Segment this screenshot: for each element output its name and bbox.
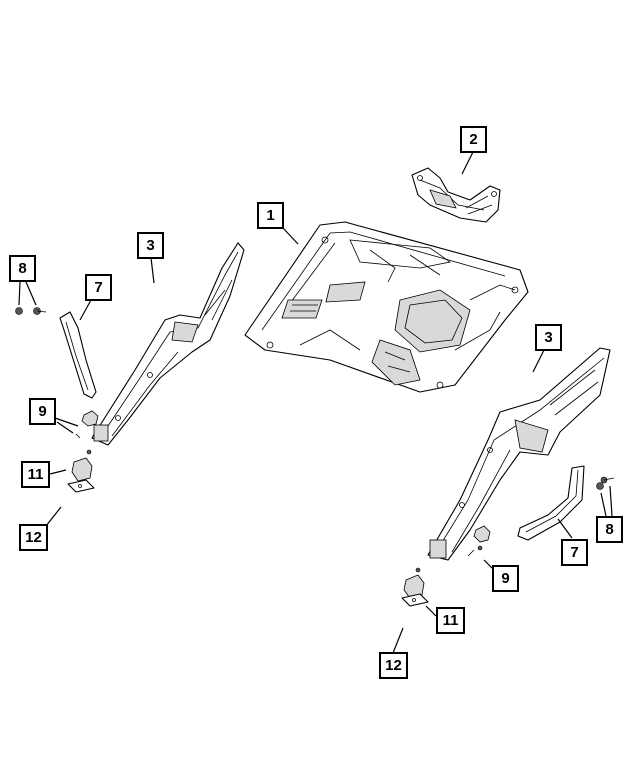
callout-9-left: 9 bbox=[29, 398, 56, 425]
leader-11-left bbox=[49, 469, 67, 475]
callout-11-left: 11 bbox=[21, 461, 50, 488]
leader-12-left bbox=[45, 506, 62, 527]
bracket-left-part bbox=[59, 311, 97, 399]
callout-1: 1 bbox=[257, 202, 284, 229]
callout-8-right-label: 8 bbox=[605, 521, 613, 538]
callout-8-right: 8 bbox=[596, 516, 623, 543]
callout-9-left-label: 9 bbox=[38, 403, 46, 420]
leader-8-right-a bbox=[600, 492, 607, 517]
frame-rail-left-part bbox=[91, 242, 245, 446]
callout-12-right: 12 bbox=[379, 652, 408, 679]
callout-11-right-label: 11 bbox=[443, 612, 459, 629]
callout-11-right: 11 bbox=[436, 607, 465, 634]
leader-9-left-b bbox=[56, 421, 74, 434]
leader-11-right bbox=[425, 605, 437, 617]
callout-3-left-label: 3 bbox=[146, 237, 154, 254]
bolt-left-part bbox=[15, 307, 47, 315]
frame-rail-right-part bbox=[427, 347, 611, 561]
callout-3-left: 3 bbox=[137, 232, 164, 259]
callout-7-right-label: 7 bbox=[570, 544, 578, 561]
bracket-right-part bbox=[517, 465, 585, 541]
isolator-left-part bbox=[71, 457, 93, 482]
leader-7-left bbox=[79, 299, 92, 321]
callout-2: 2 bbox=[460, 126, 487, 153]
crossmember-part bbox=[411, 167, 501, 223]
callout-2-label: 2 bbox=[469, 131, 477, 148]
isolator-right-part bbox=[403, 567, 425, 599]
leader-8-left-b bbox=[25, 281, 37, 306]
bolt-right-part bbox=[596, 476, 615, 490]
callout-7-right: 7 bbox=[561, 539, 588, 566]
leader-3-right bbox=[532, 349, 545, 373]
callout-12-left: 12 bbox=[19, 524, 48, 551]
leader-8-left-a bbox=[18, 281, 21, 306]
callout-12-right-label: 12 bbox=[385, 657, 402, 674]
callout-12-left-label: 12 bbox=[25, 529, 42, 546]
nut-right-part bbox=[467, 525, 491, 557]
leader-1 bbox=[282, 227, 299, 245]
leader-12-right bbox=[392, 627, 404, 654]
callout-7-left: 7 bbox=[85, 274, 112, 301]
leader-2 bbox=[461, 151, 474, 175]
nut-left-part bbox=[75, 410, 99, 455]
leader-9-left-a bbox=[54, 417, 79, 427]
callout-8-left: 8 bbox=[9, 255, 36, 282]
callout-3-right-label: 3 bbox=[544, 329, 552, 346]
callout-9-right: 9 bbox=[492, 565, 519, 592]
callout-11-left-label: 11 bbox=[28, 466, 44, 483]
plate-right-part bbox=[401, 593, 429, 607]
leader-8-right-b bbox=[609, 485, 613, 517]
callout-3-right: 3 bbox=[535, 324, 562, 351]
floor-pan-part bbox=[244, 221, 529, 393]
leader-3-left bbox=[150, 257, 155, 284]
leader-lines bbox=[18, 151, 613, 654]
leader-7-right bbox=[557, 518, 573, 539]
callout-9-right-label: 9 bbox=[501, 570, 509, 587]
callout-7-left-label: 7 bbox=[94, 279, 102, 296]
callout-8-left-label: 8 bbox=[18, 260, 26, 277]
plate-left-part bbox=[67, 479, 95, 493]
callout-1-label: 1 bbox=[266, 207, 274, 224]
